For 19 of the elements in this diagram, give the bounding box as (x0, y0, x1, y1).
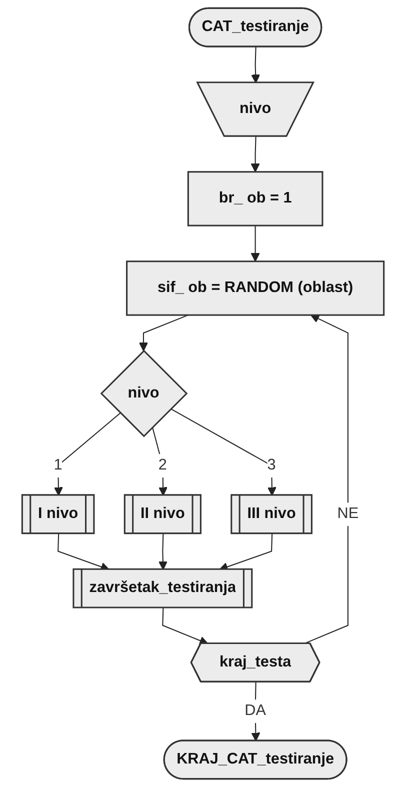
arrow (162, 608, 208, 645)
edge-label: DA (244, 702, 266, 719)
edge-label: NE (337, 504, 359, 522)
node-diamond: nivo (100, 350, 188, 438)
arrow (138, 314, 188, 352)
edge-label: 3 (267, 456, 276, 474)
arrow (251, 682, 260, 742)
arrow (251, 47, 260, 84)
arrow (250, 226, 260, 262)
edge-label: 1 (54, 456, 62, 474)
node-box: br_ ob = 1 (187, 171, 324, 226)
node-box: sif_ ob = RANDOM (oblast) (126, 260, 385, 316)
arrow (158, 534, 168, 570)
arrow (152, 427, 168, 496)
arrow (54, 412, 121, 496)
edge-label: 2 (158, 456, 167, 474)
arrow (250, 136, 260, 172)
arrow (170, 408, 276, 496)
arrow (304, 314, 348, 644)
